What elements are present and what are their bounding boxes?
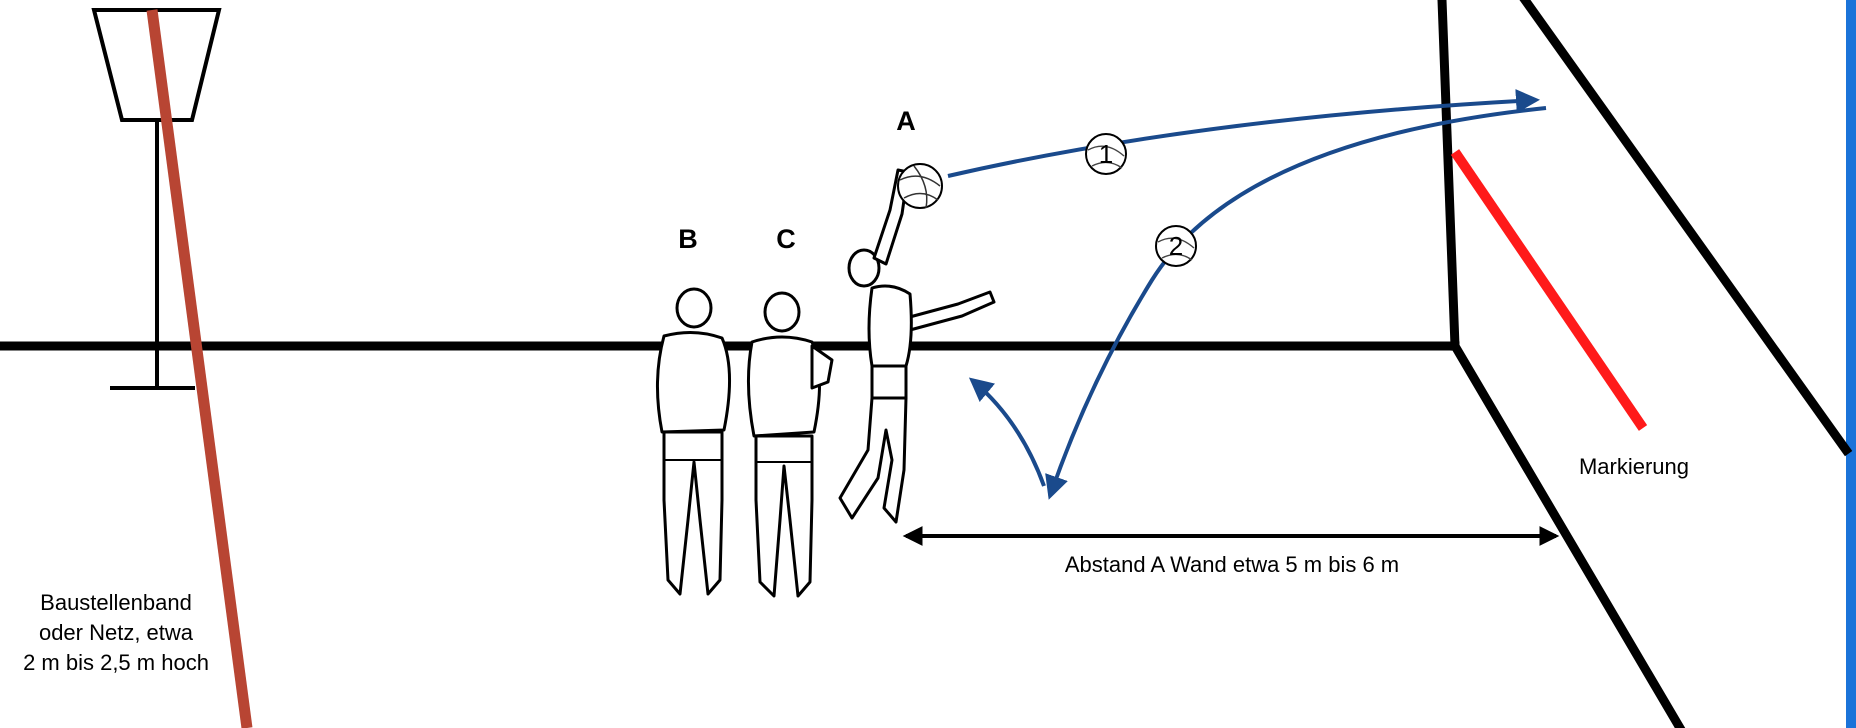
wall-corner-line <box>1437 0 1460 351</box>
player-b <box>656 287 731 596</box>
player-b-torso <box>656 331 731 434</box>
player-a-legs <box>838 396 908 524</box>
label-distance: Abstand A Wand etwa 5 m bis 6 m <box>1065 552 1399 577</box>
label-tape-line2: oder Netz, etwa <box>39 620 194 645</box>
label-player-c: C <box>776 224 796 254</box>
player-b-legs <box>662 430 724 596</box>
label-tape-line1: Baustellenband <box>40 590 192 615</box>
floor-wall-edge <box>1448 339 1686 728</box>
player-c <box>746 291 834 598</box>
ball-2 <box>1155 225 1197 267</box>
label-tape-line3: 2 m bis 2,5 m hoch <box>23 650 209 675</box>
player-c-torso <box>746 335 821 438</box>
ball-1 <box>1085 133 1127 175</box>
construction-tape <box>146 9 253 728</box>
label-trajectory-2: 2 <box>1169 231 1183 261</box>
trajectory-1-arrow <box>947 89 1540 178</box>
hoop-basket <box>91 8 222 122</box>
label-marking: Markierung <box>1579 454 1689 479</box>
rebound-arrow <box>968 377 1046 487</box>
player-a-shorts <box>870 364 908 400</box>
player-b-head <box>675 287 713 329</box>
label-player-b: B <box>678 224 698 254</box>
trajectory-2-arrow <box>1045 106 1547 500</box>
player-c-clipboard-arm <box>810 344 834 390</box>
label-trajectory-1: 1 <box>1099 139 1113 169</box>
player-c-head <box>763 291 801 333</box>
label-player-a: A <box>896 106 916 136</box>
basketball-hoop <box>91 8 222 390</box>
ball-a <box>897 163 943 209</box>
ceiling-wall-edge <box>1519 0 1853 457</box>
edge-strip <box>1846 0 1856 728</box>
player-c-legs <box>754 434 814 598</box>
wall-marking <box>1450 149 1648 431</box>
player-a-extended-arm <box>904 290 996 332</box>
player-a-torso <box>867 284 913 368</box>
player-a-head <box>847 248 881 288</box>
player-a <box>838 168 996 524</box>
